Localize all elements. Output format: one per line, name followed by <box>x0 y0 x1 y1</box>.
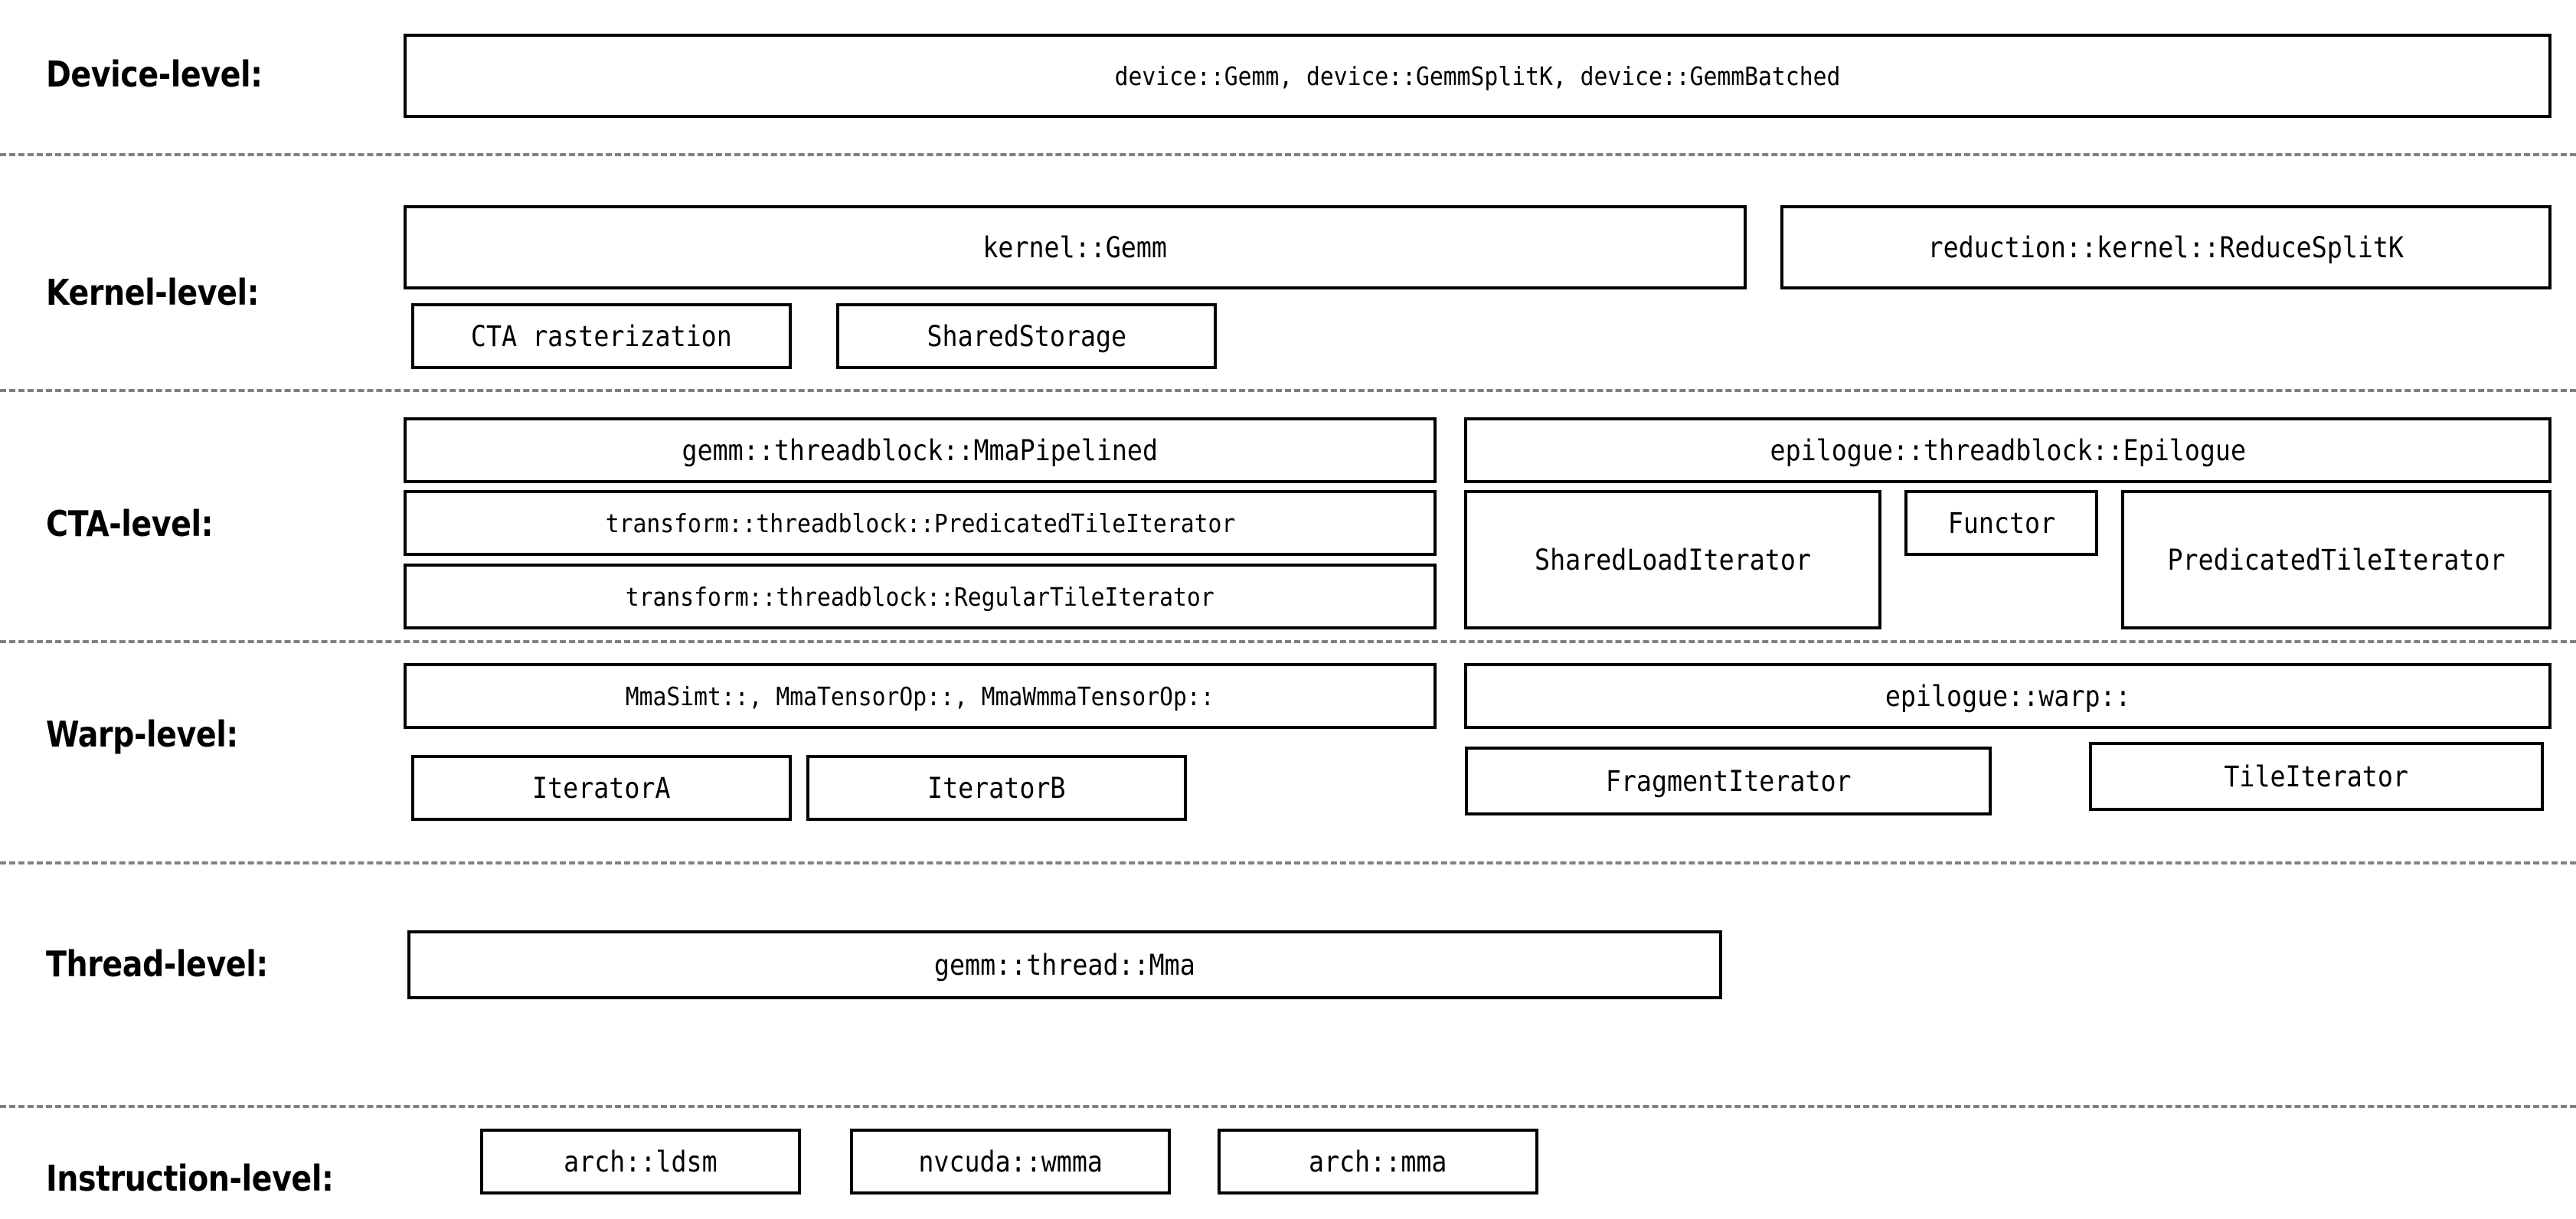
iteratora-box-text: IteratorA <box>532 771 671 805</box>
transform-regulartileiterator-box[interactable]: transform::threadblock::RegularTileItera… <box>404 564 1437 629</box>
level-label-warp: Warp-level: <box>46 714 238 755</box>
epilogue-predicatedtileiterator-box-text: PredicatedTileIterator <box>2167 543 2506 577</box>
divider-kernel-cta <box>0 389 2576 392</box>
divider-warp-thread <box>0 861 2576 864</box>
arch-mma-box-text: arch::mma <box>1309 1145 1447 1178</box>
arch-mma-box[interactable]: arch::mma <box>1218 1129 1538 1194</box>
kernel-gemm-box-text: kernel::Gemm <box>982 230 1168 264</box>
tileiterator-box-text: TileIterator <box>2224 760 2409 793</box>
divider-device-kernel <box>0 153 2576 156</box>
divider-cta-warp <box>0 640 2576 643</box>
transform-predicatedtileiterator-box[interactable]: transform::threadblock::PredicatedTileIt… <box>404 490 1437 556</box>
device-gemm-box-text: device::Gemm, device::GemmSplitK, device… <box>1114 60 1841 91</box>
level-label-device: Device-level: <box>46 54 263 95</box>
transform-regulartileiterator-box-text: transform::threadblock::RegularTileItera… <box>626 581 1214 612</box>
epilogue-warp-box-text: epilogue::warp:: <box>1885 679 2131 713</box>
functor-box[interactable]: Functor <box>1904 490 2098 556</box>
reduction-reducesplitk-box[interactable]: reduction::kernel::ReduceSplitK <box>1780 205 2551 289</box>
epilogue-warp-box[interactable]: epilogue::warp:: <box>1464 663 2551 729</box>
gemm-thread-mma-box-text: gemm::thread::Mma <box>934 948 1195 982</box>
fragmentiterator-box[interactable]: FragmentIterator <box>1465 747 1992 815</box>
epilogue-threadblock-epilogue-box[interactable]: epilogue::threadblock::Epilogue <box>1464 417 2551 483</box>
functor-box-text: Functor <box>1947 506 2055 540</box>
iteratora-box[interactable]: IteratorA <box>411 755 792 821</box>
arch-ldsm-box[interactable]: arch::ldsm <box>480 1129 801 1194</box>
divider-thread-instruction <box>0 1105 2576 1108</box>
epilogue-predicatedtileiterator-box[interactable]: PredicatedTileIterator <box>2121 490 2551 629</box>
nvcuda-wmma-box[interactable]: nvcuda::wmma <box>850 1129 1171 1194</box>
iteratorb-box-text: IteratorB <box>927 771 1066 805</box>
level-label-instruction: Instruction-level: <box>46 1158 334 1199</box>
gemm-threadblock-mmapipelined-box-text: gemm::threadblock::MmaPipelined <box>682 433 1159 467</box>
gemm-thread-mma-box[interactable]: gemm::thread::Mma <box>407 930 1722 999</box>
epilogue-threadblock-epilogue-box-text: epilogue::threadblock::Epilogue <box>1770 433 2246 467</box>
reduction-reducesplitk-box-text: reduction::kernel::ReduceSplitK <box>1927 230 2404 264</box>
sharedloaditerator-box[interactable]: SharedLoadIterator <box>1464 490 1881 629</box>
sharedloaditerator-box-text: SharedLoadIterator <box>1535 543 1811 577</box>
transform-predicatedtileiterator-box-text: transform::threadblock::PredicatedTileIt… <box>605 508 1235 538</box>
tileiterator-box[interactable]: TileIterator <box>2089 742 2544 811</box>
cta-rasterization-box-text: CTA rasterization <box>471 319 732 353</box>
sharedstorage-box-text: SharedStorage <box>927 319 1126 353</box>
warp-mma-box-text: MmaSimt::, MmaTensorOp::, MmaWmmaTensorO… <box>626 681 1214 711</box>
level-label-cta: CTA-level: <box>46 503 214 544</box>
level-label-kernel: Kernel-level: <box>46 272 260 313</box>
gemm-threadblock-mmapipelined-box[interactable]: gemm::threadblock::MmaPipelined <box>404 417 1437 483</box>
fragmentiterator-box-text: FragmentIterator <box>1605 764 1852 798</box>
cta-rasterization-box[interactable]: CTA rasterization <box>411 303 792 369</box>
arch-ldsm-box-text: arch::ldsm <box>564 1145 718 1178</box>
device-gemm-box[interactable]: device::Gemm, device::GemmSplitK, device… <box>404 34 2551 118</box>
level-label-thread: Thread-level: <box>46 943 268 985</box>
nvcuda-wmma-box-text: nvcuda::wmma <box>918 1145 1103 1178</box>
iteratorb-box[interactable]: IteratorB <box>806 755 1187 821</box>
sharedstorage-box[interactable]: SharedStorage <box>836 303 1217 369</box>
warp-mma-box[interactable]: MmaSimt::, MmaTensorOp::, MmaWmmaTensorO… <box>404 663 1437 729</box>
kernel-gemm-box[interactable]: kernel::Gemm <box>404 205 1747 289</box>
